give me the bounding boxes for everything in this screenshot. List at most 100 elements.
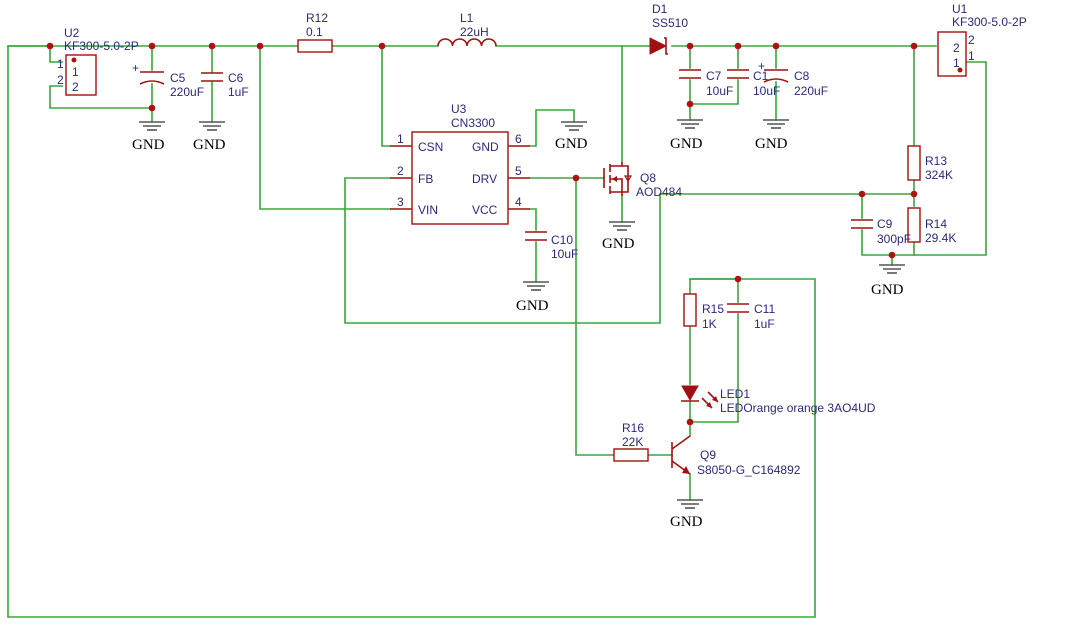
connector-u1: U1 KF300-5.0-2P 2 1 2 1 — [937, 2, 1027, 77]
r15-ref: R15 — [702, 302, 724, 316]
c11-value: 1uF — [754, 317, 775, 331]
led1-ref: LED1 — [720, 387, 750, 401]
u3-pin-num-6: 6 — [515, 132, 522, 146]
u1-pin-1: 1 — [968, 49, 975, 63]
u2-ref: U2 — [64, 26, 80, 40]
l1-value: 22uH — [460, 25, 489, 39]
u3-pin-num-5: 5 — [515, 164, 522, 178]
c6-value: 1uF — [228, 85, 249, 99]
c7-ref: C7 — [706, 69, 722, 83]
d1-value: SS510 — [652, 16, 688, 30]
u3-pin-drv: DRV — [472, 172, 497, 186]
ground-icon: GND — [755, 119, 789, 152]
q9-ref: Q9 — [700, 448, 716, 462]
ground-icon: GND — [132, 121, 165, 153]
c1-ref: C1 — [753, 69, 769, 83]
r14-value: 29.4K — [925, 231, 956, 245]
u2-value: KF300-5.0-2P — [64, 39, 139, 53]
q9-value: S8050-G_C164892 — [697, 463, 801, 477]
u3-pin-vin: VIN — [418, 203, 438, 217]
junction-dots — [46, 42, 918, 426]
u3-pin-num-2: 2 — [397, 164, 404, 178]
u1-value: KF300-5.0-2P — [952, 15, 1027, 29]
u3-pin-vcc: VCC — [472, 203, 498, 217]
c5-ref: C5 — [170, 71, 186, 85]
ground-icon: GND — [871, 264, 905, 298]
capacitor-c8: + C8 220uF — [758, 59, 828, 98]
resistor-r13: R13 324K — [907, 145, 953, 182]
c9-ref: C9 — [877, 217, 893, 231]
ground-label: GND — [555, 136, 588, 152]
ic-u3: U3 CN3300 1 CSN 2 FB 3 VIN 6 GND 5 DRV 4… — [390, 102, 530, 225]
u3-pin-fb: FB — [418, 172, 433, 186]
c8-value: 220uF — [794, 84, 828, 98]
u2-pin-1: 1 — [57, 57, 64, 71]
ground-label: GND — [602, 236, 635, 252]
c7-value: 10uF — [706, 84, 733, 98]
c10-ref: C10 — [551, 233, 573, 247]
diode-d1: D1 SS510 — [649, 2, 688, 55]
ground-label: GND — [755, 136, 788, 152]
c5-polarity-mark: + — [132, 61, 139, 75]
ground-label: GND — [670, 136, 703, 152]
ground-icon: GND — [602, 221, 635, 252]
resistor-r16: R16 22K — [613, 421, 649, 462]
u2-inner-pin-1: 1 — [72, 65, 79, 79]
ground-icon: GND — [555, 121, 588, 152]
d1-ref: D1 — [652, 2, 668, 16]
c10-value: 10uF — [551, 247, 578, 261]
ground-icon: GND — [516, 281, 549, 314]
q8-ref: Q8 — [640, 171, 656, 185]
ground-icon: GND — [670, 499, 703, 530]
ground-label: GND — [871, 282, 904, 298]
wires — [7, 45, 987, 618]
capacitor-c5: + C5 220uF — [132, 61, 204, 99]
u3-pin-csn: CSN — [418, 140, 443, 154]
r12-ref: R12 — [306, 11, 328, 25]
capacitor-c1: C1 10uF — [727, 69, 780, 98]
u3-pin-num-1: 1 — [397, 132, 404, 146]
u3-value: CN3300 — [451, 116, 495, 130]
u3-pin-gnd: GND — [472, 140, 499, 154]
u2-inner-pin-2: 2 — [72, 80, 79, 94]
c11-ref: C11 — [754, 302, 775, 316]
r14-ref: R14 — [925, 217, 947, 231]
capacitor-c7: C7 10uF — [679, 69, 733, 98]
r16-value: 22K — [622, 435, 643, 449]
u1-pin-2: 2 — [968, 33, 975, 47]
r12-value: 0.1 — [306, 25, 323, 39]
r16-ref: R16 — [622, 421, 644, 435]
mosfet-q8: Q8 AOD484 — [603, 162, 682, 199]
u2-pin-2: 2 — [57, 73, 64, 87]
u3-pin-num-4: 4 — [515, 195, 522, 209]
u3-ref: U3 — [451, 102, 467, 116]
r13-value: 324K — [925, 168, 953, 182]
resistor-r14: R14 29.4K — [907, 207, 956, 245]
ground-label: GND — [516, 298, 549, 314]
r15-value: 1K — [702, 317, 717, 331]
led1-value: LEDOrange orange 3AO4UD — [720, 401, 876, 415]
ground-icon: GND — [670, 119, 703, 152]
u1-inner-pin-2: 2 — [953, 41, 960, 55]
c8-ref: C8 — [794, 69, 810, 83]
resistor-r15: R15 1K — [683, 293, 724, 331]
led-led1: LED1 LEDOrange orange 3AO4UD — [681, 385, 876, 415]
q8-value: AOD484 — [636, 185, 682, 199]
u3-pin-num-3: 3 — [397, 195, 404, 209]
ground-label: GND — [193, 137, 226, 153]
ground-icon: GND — [193, 121, 226, 153]
u1-ref: U1 — [952, 2, 968, 16]
c5-value: 220uF — [170, 85, 204, 99]
l1-ref: L1 — [460, 11, 474, 25]
u1-inner-pin-1: 1 — [953, 56, 960, 70]
c1-value: 10uF — [753, 84, 780, 98]
connector-u2: U2 KF300-5.0-2P 1 2 1 2 — [57, 26, 139, 96]
c9-value: 300pF — [877, 232, 911, 246]
ground-label: GND — [670, 514, 703, 530]
capacitor-c9: C9 300pF — [851, 217, 911, 246]
ground-symbols: GND GND GND GND GND — [132, 119, 905, 530]
capacitor-c6: C6 1uF — [201, 71, 249, 99]
c8-polarity-mark: + — [758, 59, 765, 73]
